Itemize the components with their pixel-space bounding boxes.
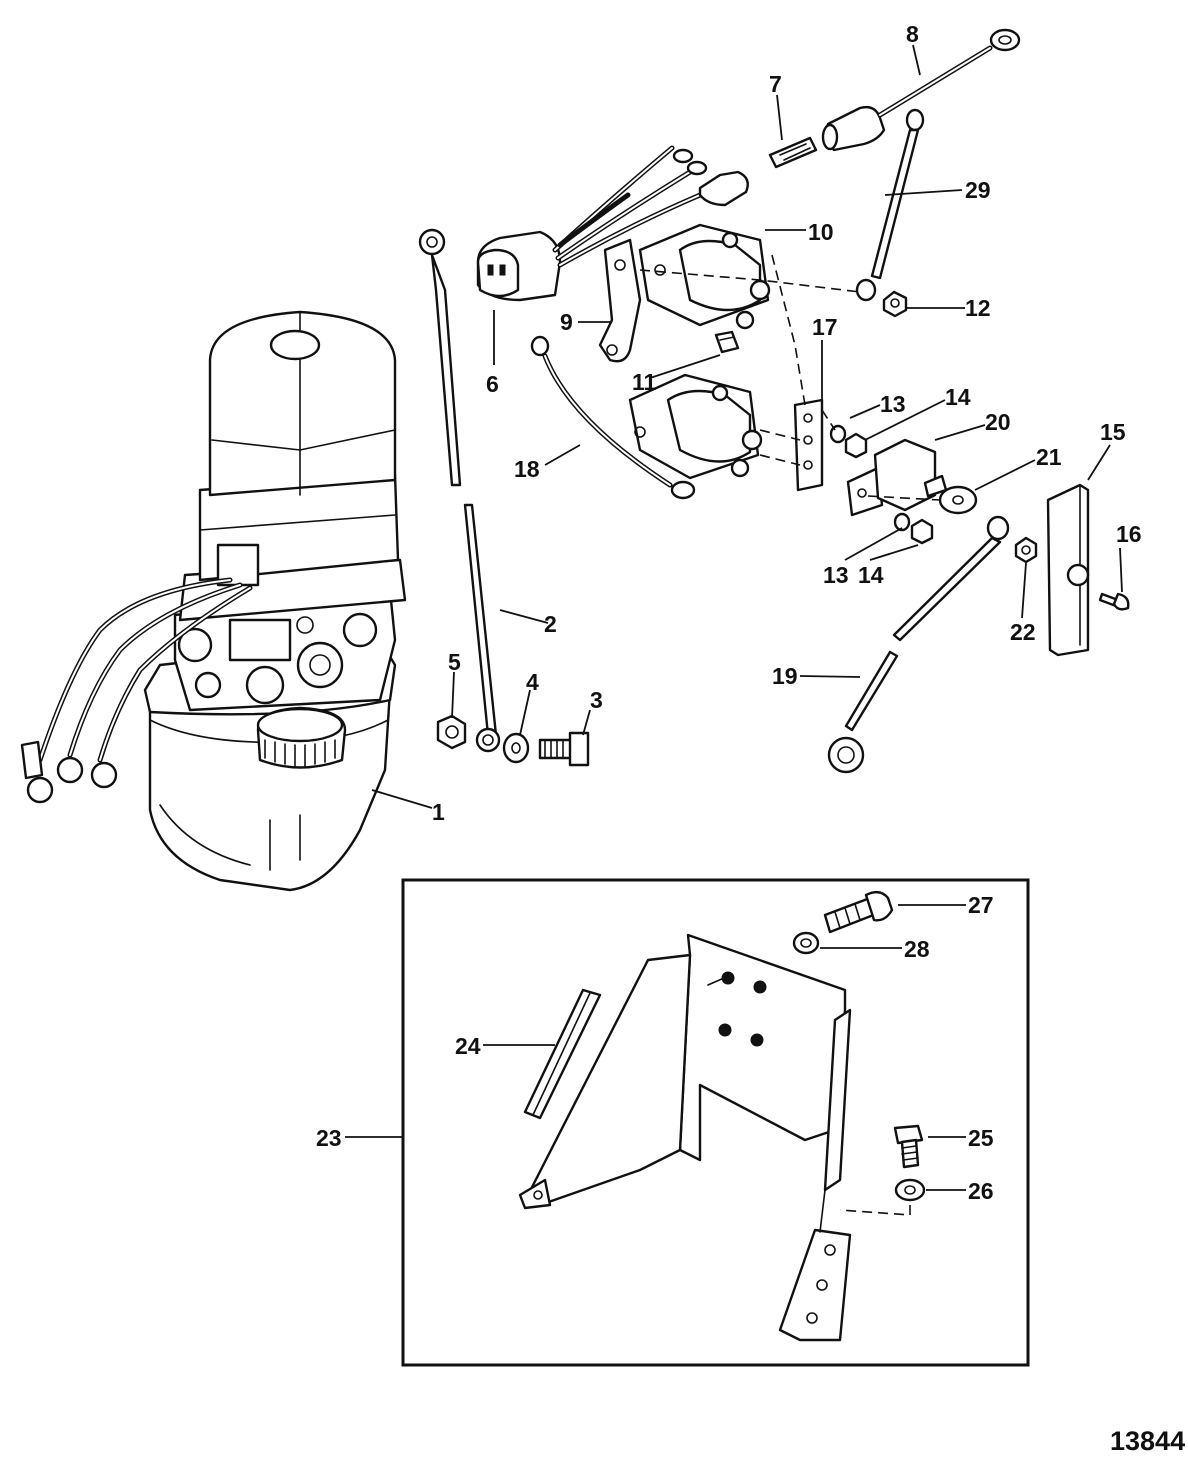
callout-12: 12 (965, 295, 991, 321)
guide-line-26 (839, 1205, 911, 1216)
callout-25: 25 (968, 1125, 994, 1151)
callout-4: 4 (526, 669, 539, 695)
callout-23: 23 (316, 1125, 342, 1151)
fuse-7 (768, 136, 818, 169)
callout-labels: 1 2 3 4 5 6 7 8 9 10 11 12 13 14 13 14 1… (316, 21, 1142, 1204)
washer-28 (792, 931, 820, 955)
screw-11 (714, 330, 740, 354)
leader-lines (345, 44, 1123, 1191)
pump-motor-assembly (20, 310, 407, 892)
ground-lead (418, 228, 501, 753)
terminal-plate-17 (793, 398, 824, 492)
fuse-holder-lead (821, 28, 1021, 152)
callout-11: 11 (632, 369, 657, 395)
callout-29: 29 (965, 177, 991, 203)
figure-number: 13844 (1110, 1426, 1185, 1456)
bolt-25 (893, 1124, 924, 1169)
callout-20: 20 (985, 409, 1011, 435)
callout-19: 19 (772, 663, 798, 689)
washer-26 (894, 1178, 926, 1202)
callout-9: 9 (560, 309, 573, 335)
callout-5: 5 (448, 649, 461, 675)
callout-28: 28 (904, 936, 930, 962)
cover-15 (1046, 483, 1090, 657)
bracket-9 (598, 238, 642, 363)
harness-connector (476, 145, 749, 302)
callout-13-upper: 13 (880, 391, 906, 417)
callout-21: 21 (1036, 444, 1062, 470)
washer-nut-upper (829, 424, 868, 459)
callout-3: 3 (590, 687, 603, 713)
mounting-bracket (518, 933, 852, 1342)
nut-22 (1014, 536, 1038, 564)
callout-6: 6 (486, 371, 499, 397)
nut-5 (436, 714, 467, 750)
callout-13-lower: 13 (823, 562, 849, 588)
callout-18: 18 (514, 456, 540, 482)
solenoid-lower (628, 373, 763, 480)
callout-16: 16 (1116, 521, 1142, 547)
circuit-breaker-20 (846, 438, 948, 517)
callout-22: 22 (1010, 619, 1036, 645)
nut-12 (882, 290, 908, 318)
callout-24: 24 (455, 1033, 481, 1059)
solenoid-10 (638, 223, 771, 330)
lead-29 (855, 108, 925, 302)
callout-27: 27 (968, 892, 994, 918)
callout-8: 8 (906, 21, 919, 47)
washer-21 (938, 485, 978, 515)
callout-2: 2 (544, 611, 557, 637)
callout-14-lower: 14 (858, 562, 884, 588)
callout-10: 10 (808, 219, 834, 245)
callout-14-upper: 14 (945, 384, 971, 410)
callout-1: 1 (432, 799, 445, 825)
bolt-3 (538, 731, 590, 767)
lead-19 (827, 515, 1010, 774)
washer-nut-lower (893, 512, 934, 545)
callout-7: 7 (769, 71, 782, 97)
bolt-27 (823, 890, 894, 934)
callout-17: 17 (812, 314, 838, 340)
callout-15: 15 (1100, 419, 1126, 445)
strip-24 (523, 988, 602, 1120)
callout-26: 26 (968, 1178, 994, 1204)
lead-18 (530, 335, 696, 500)
assembly-guide-lines (639, 254, 941, 501)
screw-16 (1098, 592, 1130, 611)
washer-4 (502, 732, 530, 764)
bracket-inset-frame (401, 878, 1030, 1367)
